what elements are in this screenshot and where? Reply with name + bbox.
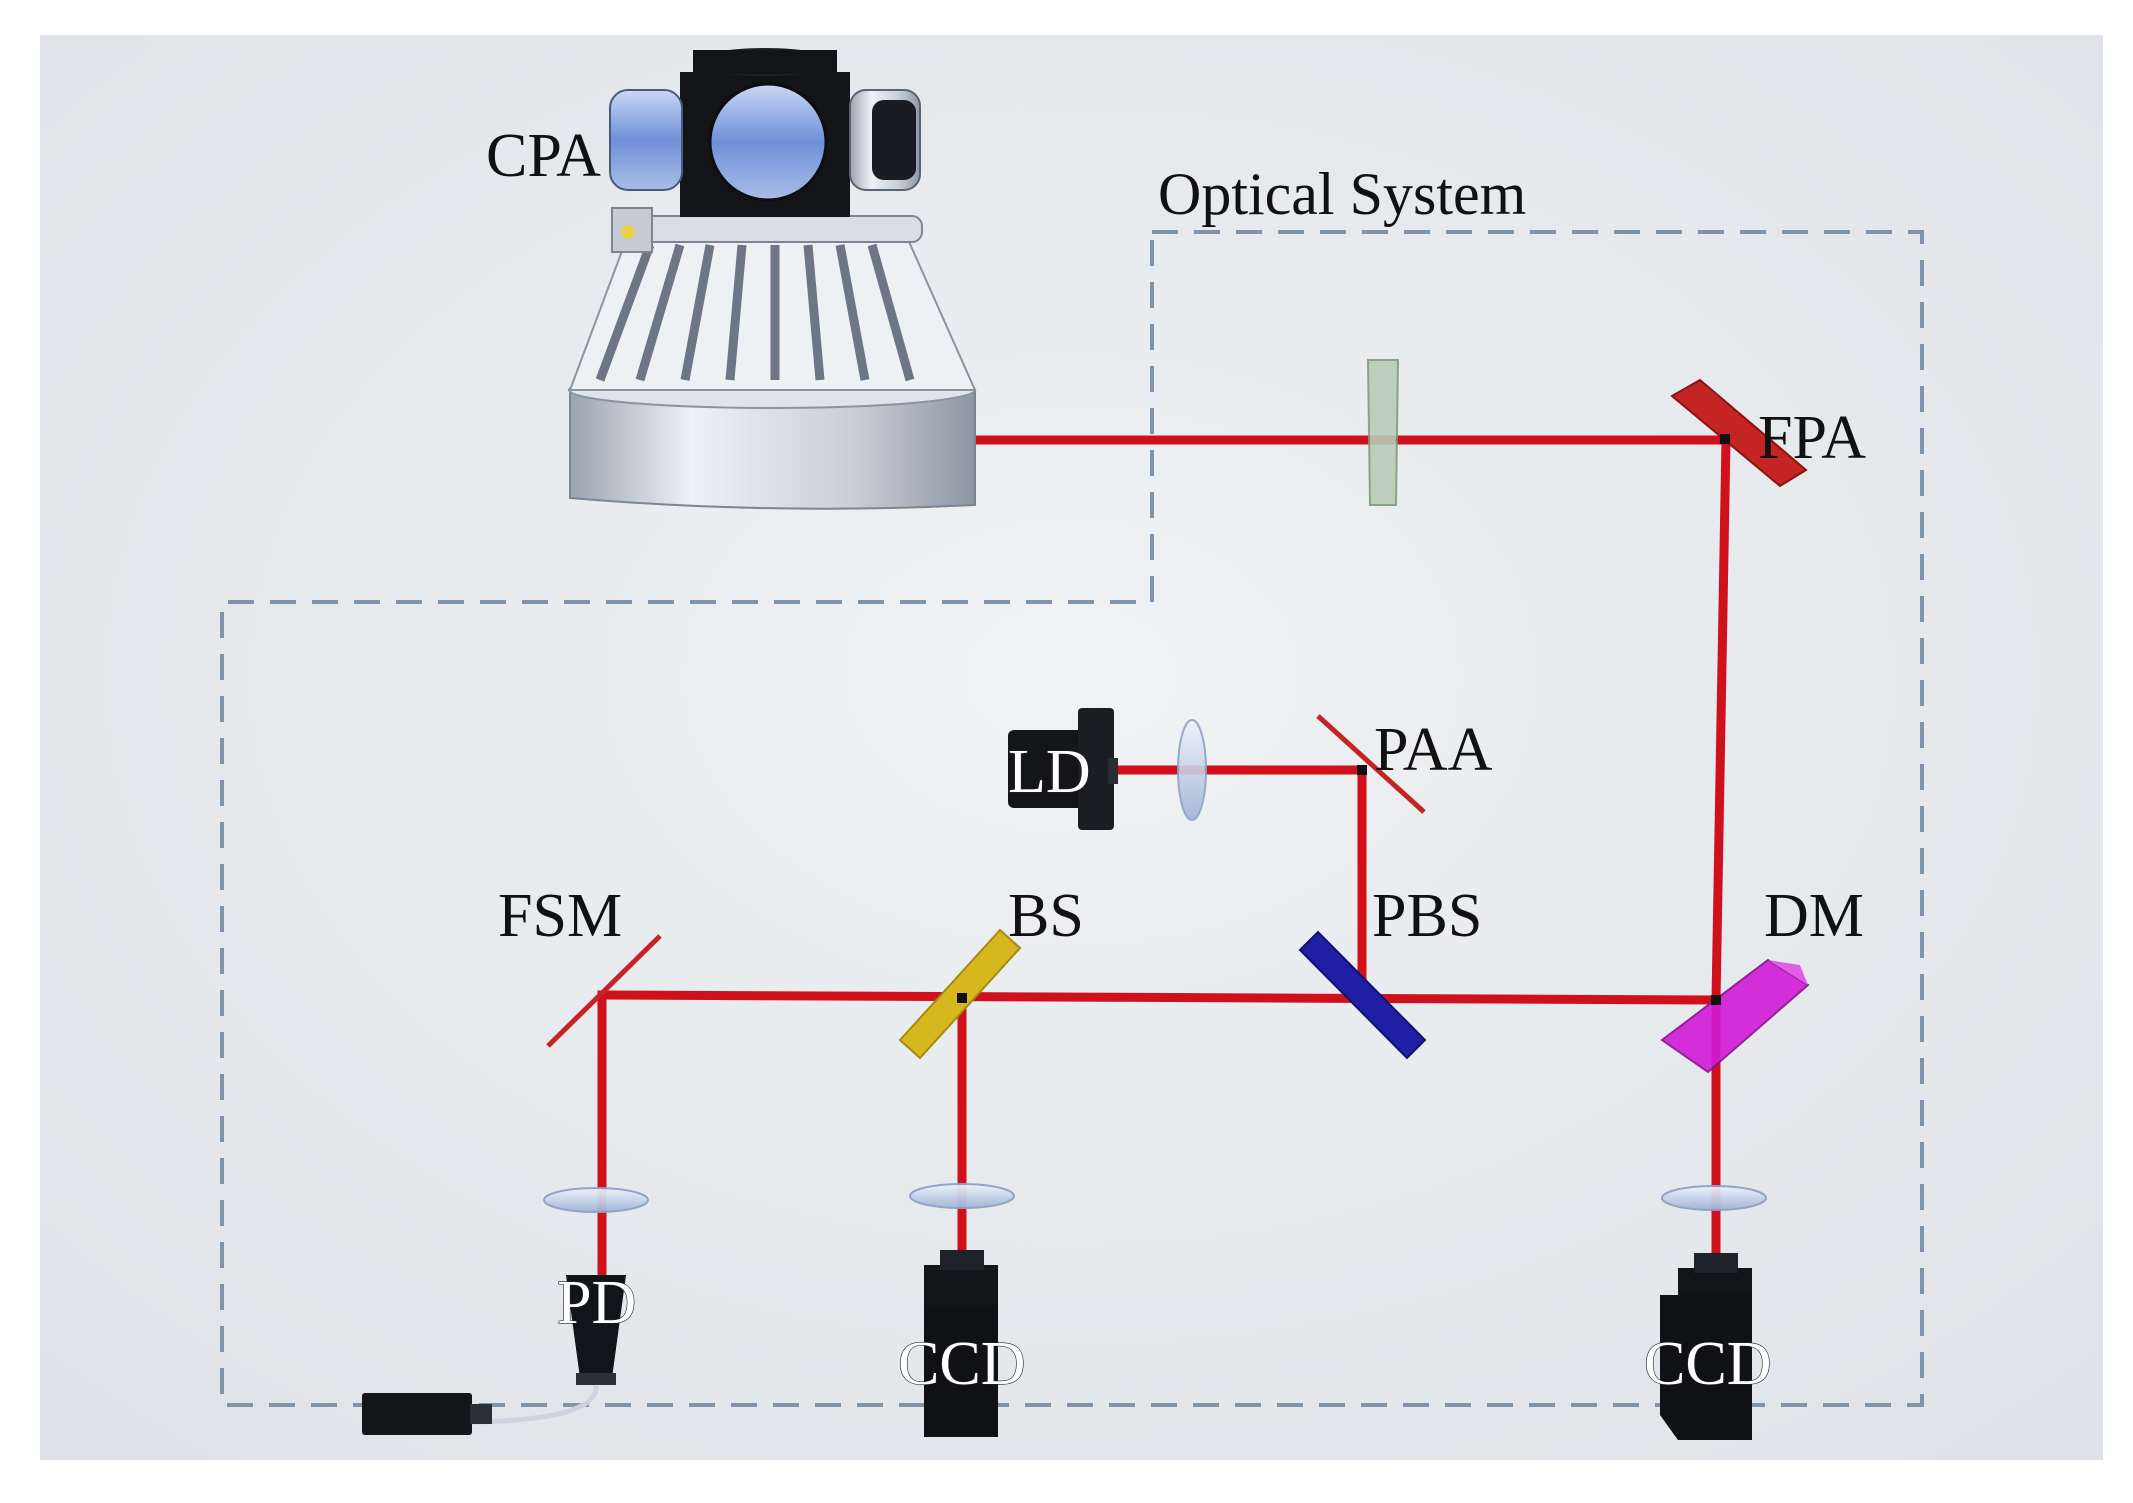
label-paa: PAA [1374, 716, 1493, 784]
label-pd: PD [557, 1269, 636, 1337]
pbs-plate [1298, 930, 1427, 1060]
paa-contact-point [1357, 765, 1367, 775]
diagram-title: Optical System [1158, 161, 1526, 227]
fpa-contact-point [1720, 434, 1730, 444]
beam-fpa-to-dm [1711, 435, 1731, 1005]
ld-collimating-lens [1177, 719, 1207, 821]
ccd-right-camera [1660, 1253, 1752, 1440]
label-ccd-right: CCD [1644, 1330, 1771, 1398]
fpa-mirror [1670, 378, 1808, 488]
beam-fsm-to-dm [597, 990, 1721, 1005]
ccd-left-camera [924, 1250, 998, 1437]
ccd-left-focusing-lens [909, 1183, 1015, 1209]
ld-laser-diode [1008, 708, 1118, 830]
label-pbs: PBS [1372, 882, 1482, 950]
ccd-right-focusing-lens [1661, 1185, 1767, 1211]
pd-focusing-lens [543, 1187, 649, 1213]
label-ccd-left: CCD [898, 1330, 1025, 1398]
optical-system-boundary [220, 230, 1924, 1407]
label-ld: LD [1008, 738, 1091, 806]
paa-mirror [1316, 714, 1426, 814]
bs-contact-point [957, 993, 967, 1003]
dm-prism [1660, 958, 1810, 1074]
fsm-mirror [546, 934, 662, 1048]
label-bs: BS [1008, 882, 1084, 950]
label-fpa: FPA [1758, 404, 1866, 472]
laser-beams [597, 435, 1731, 1290]
cpa-telescope [568, 48, 977, 510]
pd-photodetector [362, 1275, 626, 1435]
label-fsm: FSM [498, 882, 622, 950]
label-cpa: CPA [486, 122, 601, 190]
label-dm: DM [1764, 882, 1864, 950]
window-plate [1366, 359, 1400, 506]
